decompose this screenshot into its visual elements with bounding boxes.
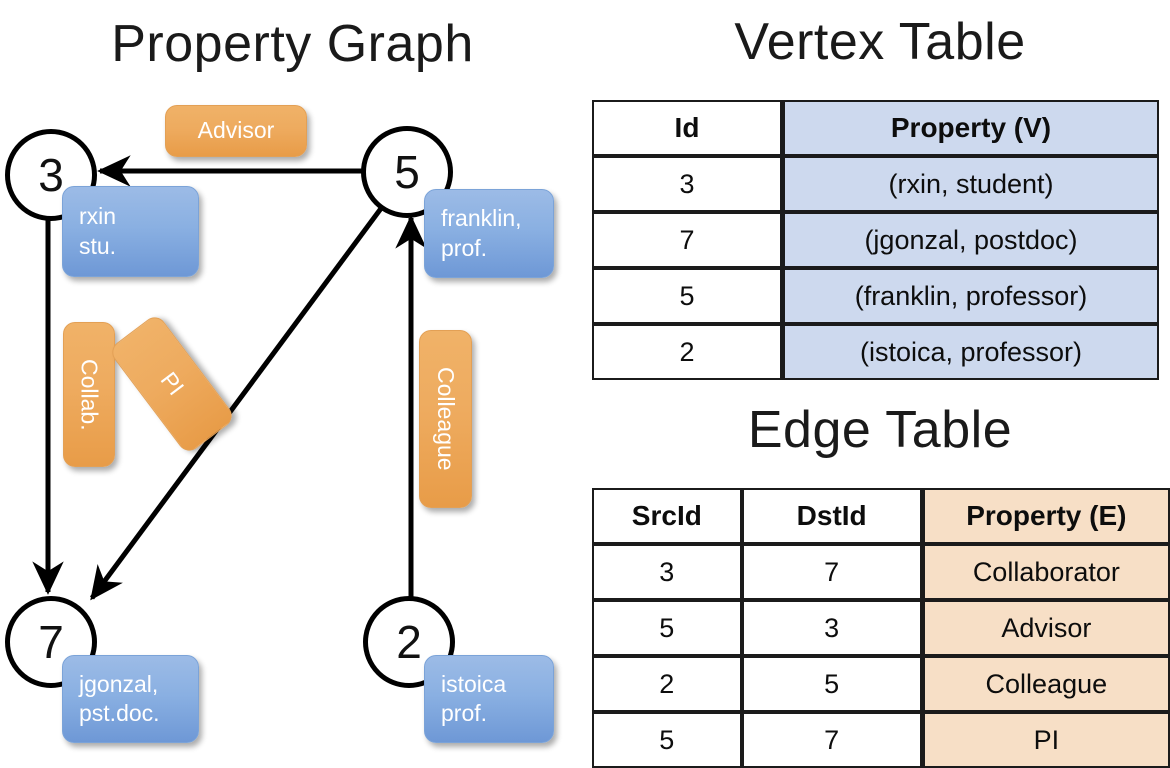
edge-table-cell-dstid: 3: [741, 600, 922, 656]
table-row[interactable]: 3 7 Collaborator: [592, 544, 1170, 600]
edge-table-cell-dstid: 5: [741, 656, 922, 712]
vertex-property-label-5-line2: prof.: [441, 234, 488, 261]
table-row[interactable]: 2 (istoica, professor): [592, 324, 1159, 380]
vertex-property-label-3-line2: stu.: [79, 232, 117, 259]
vertex-property-label-2-line1: istoica: [441, 670, 507, 697]
vertex-property-label-3-line1: rxin: [79, 203, 117, 230]
page-title-property-graph: Property Graph: [111, 15, 474, 73]
graph-edge-5-7: [89, 201, 388, 601]
edge-table-cell-dstid: 7: [741, 712, 922, 768]
table-row[interactable]: 5 3 Advisor: [592, 600, 1170, 656]
page-title-edge-table: Edge Table: [747, 401, 1013, 459]
vertex-table-header-property: Property (V): [782, 100, 1159, 156]
page-title-vertex-table: Vertex Table: [734, 13, 1026, 71]
edge-table-header-property: Property (E): [921, 488, 1170, 544]
table-row[interactable]: 3 (rxin, student): [592, 156, 1159, 212]
graph-edges-svg: [32, 155, 427, 601]
graph-node-7-id: 7: [38, 616, 64, 668]
edge-table-header-srcid: SrcId: [592, 488, 742, 544]
graph-node-2-id: 2: [396, 616, 422, 668]
vertex-property-label-5-line1: franklin,: [441, 205, 522, 232]
vertex-property-label-5[interactable]: franklin, prof.: [424, 189, 554, 278]
graph-node-2[interactable]: 2: [363, 596, 455, 688]
vertex-property-label-7[interactable]: jgonzal, pst.doc.: [62, 655, 199, 743]
edge-property-label-colleague-text: Colleague: [433, 367, 460, 471]
vertex-table-cell-property: (jgonzal, postdoc): [782, 212, 1159, 268]
edge-table-header-dstid: DstId: [741, 488, 922, 544]
vertex-table-cell-id: 3: [592, 156, 782, 212]
edge-table-header-row: SrcId DstId Property (E): [592, 488, 1170, 544]
table-row[interactable]: 5 7 PI: [592, 712, 1170, 768]
graph-node-3-id: 3: [38, 149, 64, 201]
edge-property-label-colleague[interactable]: Colleague: [419, 330, 472, 508]
vertex-property-label-2[interactable]: istoica prof.: [424, 655, 554, 743]
edge-property-label-collab-text: Collab.: [76, 358, 103, 431]
property-graph-diagram: 3 5 7 2 rxin stu. franklin, prof. jgonza…: [0, 0, 585, 760]
edge-table-cell-srcid: 5: [592, 600, 742, 656]
edge-table-cell-srcid: 2: [592, 656, 742, 712]
vertex-table-cell-property: (franklin, professor): [782, 268, 1159, 324]
edge-table-cell-property: Collaborator: [921, 544, 1170, 600]
edge-property-label-advisor[interactable]: Advisor: [165, 105, 307, 157]
edge-property-label-pi-text: PI: [155, 367, 190, 401]
vertex-property-label-2-line2: prof.: [441, 700, 488, 726]
vertex-table-cell-property: (istoica, professor): [782, 324, 1159, 380]
vertex-table-header-row: Id Property (V): [592, 100, 1159, 156]
vertex-table-cell-property: (rxin, student): [782, 156, 1159, 212]
vertex-table: Id Property (V) 3 (rxin, student) 7 (jgo…: [592, 100, 1159, 380]
edge-property-label-collab[interactable]: Collab.: [63, 322, 115, 467]
edge-table-cell-srcid: 3: [592, 544, 742, 600]
vertex-property-label-3[interactable]: rxin stu.: [62, 186, 199, 277]
table-row[interactable]: 2 5 Colleague: [592, 656, 1170, 712]
vertex-table-header-id: Id: [592, 100, 782, 156]
edge-table-cell-property: Colleague: [921, 656, 1170, 712]
table-row[interactable]: 5 (franklin, professor): [592, 268, 1159, 324]
vertex-table-cell-id: 2: [592, 324, 782, 380]
edge-table: SrcId DstId Property (E) 3 7 Collaborato…: [592, 488, 1170, 768]
edge-table-cell-dstid: 7: [741, 544, 922, 600]
graph-node-5-id: 5: [394, 146, 420, 198]
edge-table-cell-srcid: 5: [592, 712, 742, 768]
edge-property-label-advisor-text: Advisor: [197, 117, 275, 144]
vertex-table-cell-id: 5: [592, 268, 782, 324]
edge-table-cell-property: Advisor: [921, 600, 1170, 656]
vertex-table-cell-id: 7: [592, 212, 782, 268]
table-row[interactable]: 7 (jgonzal, postdoc): [592, 212, 1159, 268]
vertex-property-label-7-line2: pst.doc.: [79, 700, 160, 726]
vertex-property-label-7-line1: jgonzal,: [79, 670, 159, 697]
